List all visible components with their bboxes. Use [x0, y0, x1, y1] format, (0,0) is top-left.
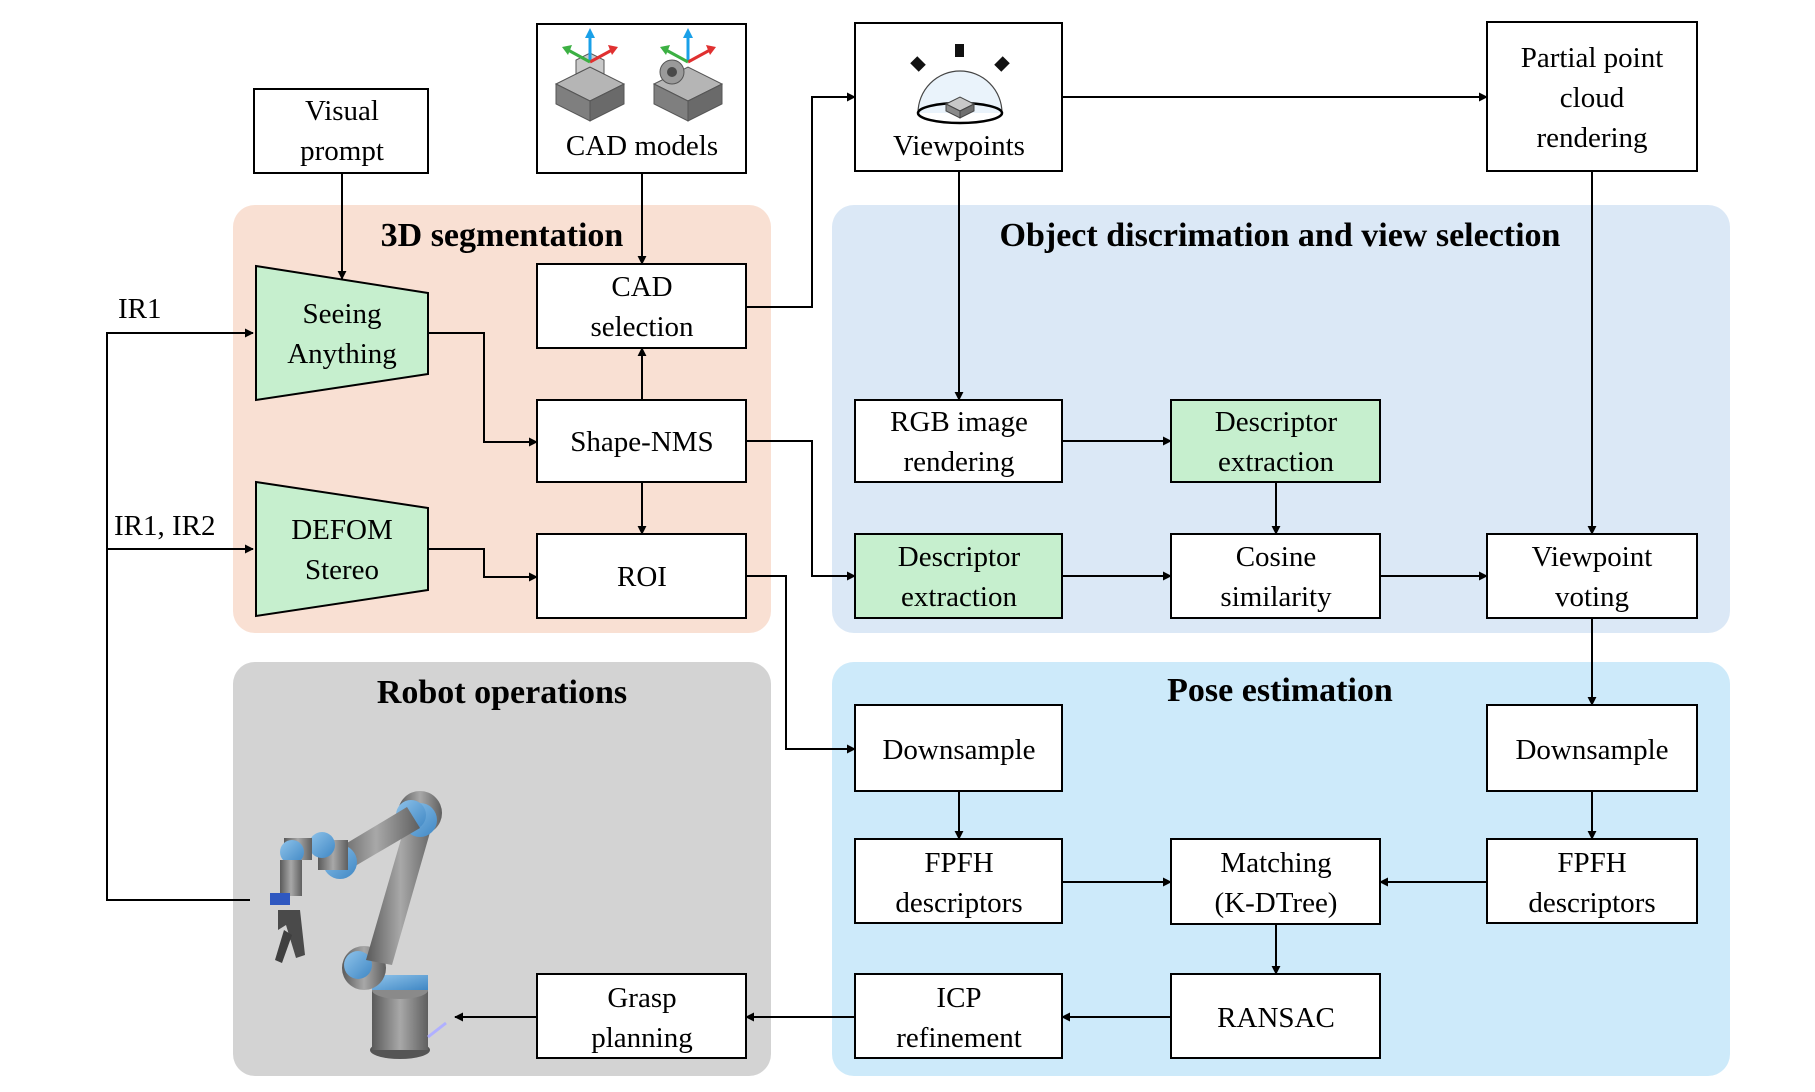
grasp-label: Grasp [607, 982, 676, 1014]
matching-label: (K-DTree) [1215, 887, 1338, 919]
shape-nms-label: Shape-NMS [570, 426, 713, 458]
discrimination-title: Object discrimation and view selection [1000, 217, 1561, 254]
downsample-right-node: Downsample [1486, 704, 1698, 792]
downsample-left-box [854, 704, 1063, 792]
partial-render-box [1486, 21, 1698, 172]
descriptor-bottom-node: Descriptor extraction [854, 533, 1063, 619]
cad-part-2-icon [652, 28, 724, 122]
robot-operations-title: Robot operations [377, 674, 627, 711]
icp-label: ICP [936, 982, 981, 1014]
robot-arm-icon [270, 791, 447, 1059]
downsample-right-box [1486, 704, 1698, 792]
pose-estimation-title: Pose estimation [1167, 672, 1393, 709]
descriptor-bottom-label: extraction [901, 581, 1017, 613]
icp-node: ICP refinement [854, 973, 1063, 1059]
voting-label: voting [1555, 581, 1629, 613]
defom-stereo-label: DEFOM [291, 514, 393, 546]
icp-label: refinement [896, 1022, 1022, 1054]
descriptor-top-label: extraction [1218, 446, 1334, 478]
rgb-render-label: RGB image [890, 406, 1028, 438]
seeing-anything-label: Seeing [303, 298, 382, 330]
partial-render-node: Partial point cloud rendering [1486, 21, 1698, 172]
downsample-left-label: Downsample [882, 734, 1035, 766]
edge-shapenms-to-descriptor [746, 440, 856, 581]
edge-seeing-to-shapenms [428, 332, 538, 447]
voting-node: Viewpoint voting [1486, 533, 1698, 619]
cosine-label: similarity [1220, 581, 1332, 613]
edges [106, 92, 1597, 1022]
cad-selection-box [536, 263, 747, 349]
seeing-anything-label: Anything [287, 338, 397, 370]
viewpoints-label: Viewpoints [893, 130, 1025, 162]
descriptor-top-label: Descriptor [1215, 406, 1338, 438]
cosine-node: Cosine similarity [1170, 533, 1381, 619]
cad-models-icon [554, 28, 724, 122]
segmentation-title: 3D segmentation [381, 217, 624, 254]
matching-box [1170, 838, 1381, 925]
defom-stereo-node [255, 480, 429, 618]
partial-render-label: Partial point [1521, 42, 1664, 74]
downsample-right-label: Downsample [1515, 734, 1668, 766]
roi-box [536, 533, 747, 619]
cad-part-1-icon [554, 28, 626, 122]
icp-box [854, 973, 1063, 1059]
fpfh-left-node: FPFH descriptors [854, 838, 1063, 924]
rgb-render-box [854, 399, 1063, 483]
matching-node: Matching (K-DTree) [1170, 838, 1381, 925]
cad-selection-node: CAD selection [536, 263, 747, 349]
ir1-label: IR1 [118, 293, 162, 325]
ransac-node: RANSAC [1170, 973, 1381, 1059]
ransac-box [1170, 973, 1381, 1059]
visual-prompt-label: prompt [300, 135, 384, 167]
visual-prompt-label: Visual [305, 95, 379, 127]
rgb-render-node: RGB image rendering [854, 399, 1063, 483]
viewpoints-icon [910, 44, 1010, 125]
cosine-box [1170, 533, 1381, 619]
descriptor-bottom-label: Descriptor [898, 541, 1021, 573]
downsample-left-node: Downsample [854, 704, 1063, 792]
cad-selection-label: CAD [611, 271, 672, 303]
voting-box [1486, 533, 1698, 619]
grasp-label: planning [591, 1022, 693, 1054]
edge-ir1 [106, 328, 254, 901]
descriptor-bottom-box [854, 533, 1063, 619]
shape-nms-box [536, 399, 747, 483]
descriptor-top-box [1170, 399, 1381, 483]
fpfh-right-node: FPFH descriptors [1486, 838, 1698, 924]
cad-selection-label: selection [590, 311, 694, 343]
fpfh-right-label: FPFH [1557, 847, 1626, 879]
fpfh-left-label: FPFH [924, 847, 993, 879]
fpfh-right-label: descriptors [1528, 887, 1655, 919]
roi-label: ROI [617, 561, 667, 593]
grasp-node: Grasp planning [536, 973, 747, 1059]
node-layer: Visual prompt CAD models Viewpoints Partial … [253, 21, 1698, 1059]
edge-defom-to-roi [428, 548, 538, 582]
roi-node: ROI [536, 533, 747, 619]
edge-roi-to-downsample [746, 575, 856, 754]
shape-nms-node: Shape-NMS [536, 399, 747, 483]
fpfh-left-box [854, 838, 1063, 924]
ir1-ir2-label: IR1, IR2 [114, 510, 216, 542]
partial-render-label: cloud [1560, 82, 1625, 114]
seeing-anything-node [255, 264, 429, 402]
rgb-render-label: rendering [903, 446, 1014, 478]
edge-cadselection-to-viewpoints [746, 92, 856, 308]
partial-render-label: rendering [1536, 122, 1647, 154]
fpfh-left-label: descriptors [895, 887, 1022, 919]
voting-label: Viewpoint [1532, 541, 1653, 573]
cosine-label: Cosine [1236, 541, 1317, 573]
defom-stereo-label: Stereo [305, 554, 379, 586]
visual-prompt-node: Visual prompt [253, 88, 429, 174]
cad-models-label: CAD models [566, 130, 718, 162]
matching-label: Matching [1220, 847, 1331, 879]
visual-prompt-box [253, 88, 429, 174]
grasp-box [536, 973, 747, 1059]
fpfh-right-box [1486, 838, 1698, 924]
ransac-label: RANSAC [1217, 1002, 1335, 1034]
descriptor-top-node: Descriptor extraction [1170, 399, 1381, 483]
